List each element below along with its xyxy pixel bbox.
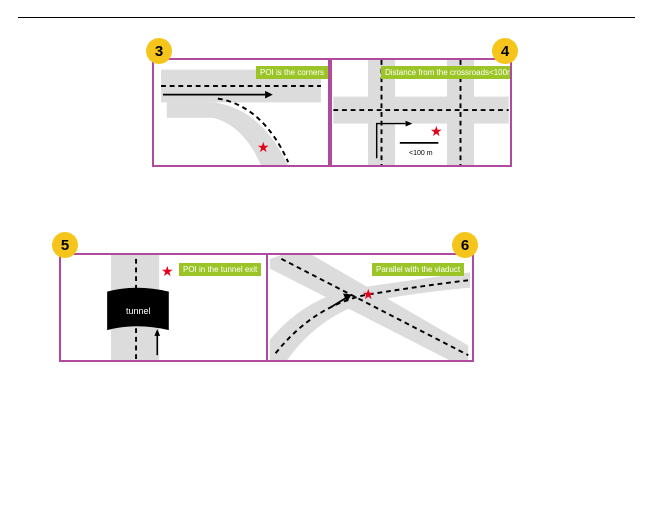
scenario-5-caption: POI in the tunnel exit bbox=[179, 263, 262, 276]
distance-note: <100 m bbox=[409, 150, 433, 157]
red-star-icon: ★ bbox=[257, 139, 270, 155]
scenario-6-panel: Parallel with the viaduct ★ bbox=[266, 253, 474, 362]
direction-arrow bbox=[329, 296, 348, 309]
tunnel-label: tunnel bbox=[126, 306, 151, 316]
red-star-icon: ★ bbox=[362, 286, 375, 302]
straight-lane-dash bbox=[280, 257, 469, 357]
straight-road bbox=[269, 255, 469, 360]
curved-road bbox=[269, 272, 471, 360]
scenario-6-illustration bbox=[269, 255, 471, 360]
turn-arrow-path bbox=[375, 122, 406, 159]
scenario-3-panel: POI is the corners ★ bbox=[152, 58, 330, 167]
top-rule bbox=[18, 17, 635, 18]
scenario-5-panel: tunnel POI in the tunnel exit ★ bbox=[59, 253, 268, 362]
curve-lane-dash bbox=[217, 97, 290, 163]
scenario-5-badge: 5 bbox=[52, 232, 78, 258]
scenario-4-badge: 4 bbox=[492, 38, 518, 64]
curved-road bbox=[166, 102, 288, 165]
scenario-5-illustration bbox=[107, 255, 169, 360]
arrow-icon bbox=[343, 293, 352, 303]
scenario-3-badge: 3 bbox=[146, 38, 172, 64]
arrow-icon bbox=[265, 90, 273, 99]
scenario-6-caption: Parallel with the viaduct bbox=[372, 263, 465, 276]
scenario-3-caption: POI is the corners bbox=[256, 66, 328, 79]
tunnel-block bbox=[107, 287, 169, 331]
arrow-icon bbox=[405, 120, 413, 127]
arrow-icon bbox=[154, 329, 161, 336]
scenario-6-badge: 6 bbox=[452, 232, 478, 258]
scenario-4-caption: Distance from the crossroads<100m bbox=[381, 66, 510, 79]
red-star-icon: ★ bbox=[161, 263, 174, 279]
curve-lane-dash bbox=[274, 279, 471, 354]
red-star-icon: ★ bbox=[430, 123, 443, 139]
scenario-4-panel: Distance from the crossroads<100m ★ <100… bbox=[330, 58, 512, 167]
